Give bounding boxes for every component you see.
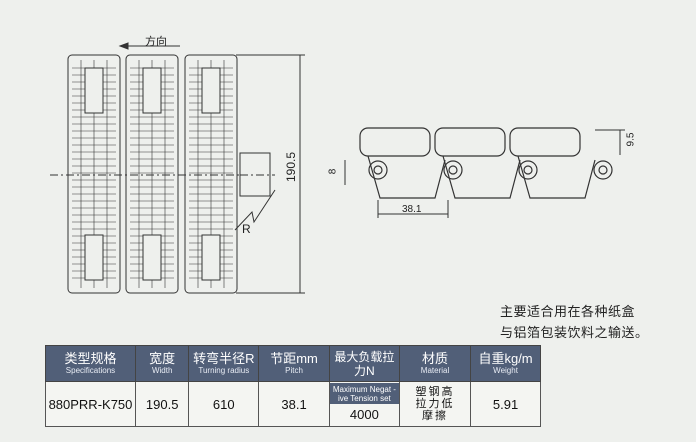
cell-radius: 610: [188, 381, 260, 427]
chain-link-module: [125, 54, 179, 294]
side-dimension-label: 9.5: [625, 132, 637, 147]
pitch-dimension-label: 38.1: [402, 204, 422, 215]
tension-value: 4000: [349, 406, 379, 422]
cell-material: 塑钢高拉力低摩擦: [398, 381, 472, 427]
side-link: [509, 127, 596, 199]
cell-width: 190.5: [134, 381, 190, 427]
chain-link-module: [184, 54, 238, 294]
tension-en-label: Maximum Negat -ive Tension set: [329, 382, 399, 404]
header-tension: 最大负载拉力N: [328, 345, 400, 382]
chain-side-view: [359, 127, 613, 199]
direction-label: 方向: [145, 36, 167, 48]
radius-marker: [234, 152, 276, 231]
side-link: [359, 127, 446, 199]
radius-label: R: [242, 222, 251, 236]
chain-link-module: [67, 54, 121, 294]
width-dimension: [236, 54, 305, 294]
chain-top-view: [50, 54, 240, 294]
side-link: [434, 127, 521, 199]
height-dimension-label: 8: [327, 168, 339, 175]
cell-pitch: 38.1: [258, 381, 330, 427]
cell-spec: 880PRR-K750: [45, 381, 136, 427]
usage-note-line2: 与铝箔包装饮料之输送。: [500, 325, 649, 340]
direction-arrow: [118, 42, 180, 50]
side-dimensions: [344, 129, 625, 218]
chain-drawing: [50, 42, 625, 294]
cell-weight: 5.91: [470, 381, 541, 427]
usage-note-line1: 主要适合用在各种纸盒: [500, 304, 636, 319]
cell-tension: Maximum Negat -ive Tension set 4000: [328, 381, 400, 427]
width-dimension-label: 190.5: [284, 151, 299, 183]
table-row: 880PRR-K750 190.5 610 38.1 Maximum Negat…: [45, 381, 541, 427]
